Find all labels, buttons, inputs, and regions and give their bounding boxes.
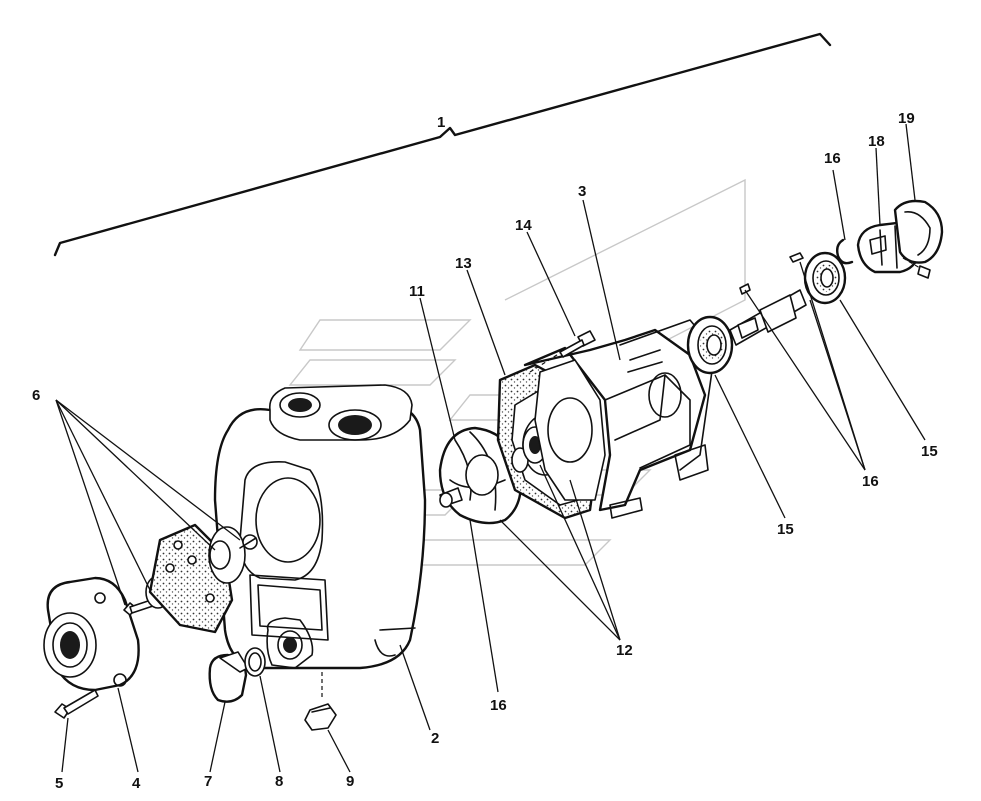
drain-plug [208, 647, 266, 703]
assembly-bracket [53, 32, 832, 257]
callout-16-center: 16 [490, 697, 507, 714]
housing-bolt [529, 330, 596, 373]
shaft-key-upper [739, 252, 804, 295]
retaining-ring-upper [835, 238, 854, 265]
callout-16-top: 16 [824, 150, 841, 167]
callout-16-right: 16 [862, 473, 879, 490]
leader-lines [55, 123, 926, 773]
pump-casing [213, 384, 427, 670]
callout-15-lower: 15 [777, 521, 794, 538]
callout-13: 13 [455, 255, 472, 272]
callout-9: 9 [346, 773, 354, 790]
callout-15-right: 15 [921, 443, 938, 460]
casing-drain-plug [304, 672, 337, 731]
callout-12: 12 [616, 642, 633, 659]
callout-11: 11 [409, 283, 425, 300]
callout-labels: 1 2 3 4 5 6 7 8 9 11 12 13 14 15 15 16 1… [32, 110, 938, 792]
callout-5: 5 [55, 775, 63, 792]
bearing-outer [803, 251, 847, 305]
callout-19: 19 [898, 110, 915, 127]
cap-screw [54, 689, 99, 719]
check-valve-assembly [123, 523, 258, 634]
callout-2: 2 [431, 730, 439, 747]
suction-flange [43, 576, 140, 692]
callout-4: 4 [132, 775, 141, 792]
callout-14: 14 [515, 217, 532, 234]
callout-3: 3 [578, 183, 586, 200]
pump-shaft [729, 289, 807, 346]
callout-18: 18 [868, 133, 885, 150]
callout-1: 1 [437, 114, 445, 131]
impeller [438, 426, 523, 525]
bearing-inner [686, 315, 734, 375]
callout-6: 6 [32, 387, 40, 404]
bearing-housing [523, 319, 716, 519]
callout-8: 8 [275, 773, 283, 790]
callout-7: 7 [204, 773, 212, 790]
coupling-guard [893, 199, 944, 264]
